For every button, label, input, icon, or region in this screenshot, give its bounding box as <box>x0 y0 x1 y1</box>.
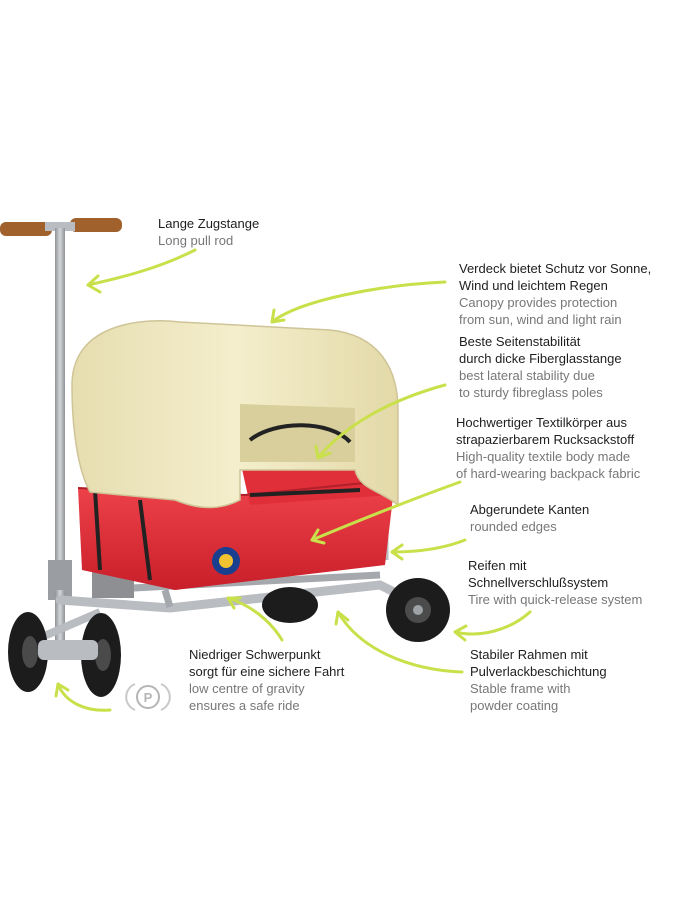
callout-edges-en-1: rounded edges <box>470 519 557 534</box>
callout-canopy-de-1: Verdeck bietet Schutz vor Sonne, <box>459 261 652 276</box>
arrow-brake <box>54 682 112 712</box>
callout-canopy-de-2: Wind und leichtem Regen <box>459 278 608 293</box>
callout-pull-rod-de-1: Lange Zugstange <box>158 216 260 231</box>
callout-stability-de-2: durch dicke Fiberglasstange <box>459 351 622 366</box>
callout-stability-en-1: best lateral stability due <box>459 368 595 383</box>
callout-canopy-en-1: Canopy provides protection <box>459 295 618 310</box>
callout-textile-de-2: strapazierbarem Rucksackstoff <box>456 432 635 447</box>
callout-stability-de-1: Beste Seitenstabilität <box>459 334 581 349</box>
callout-gravity: Niedriger Schwerpunkt sorgt für eine sic… <box>189 646 344 714</box>
callout-textile-en-2: of hard-wearing backpack fabric <box>456 466 641 481</box>
callout-gravity-de-2: sorgt für eine sichere Fahrt <box>189 664 345 679</box>
front-wheel-right <box>38 613 121 697</box>
parking-symbol-letter: P <box>144 690 153 705</box>
callout-frame-de-2: Pulverlackbeschichtung <box>470 664 607 679</box>
front-wheel-left <box>8 612 48 692</box>
callout-tires-de-1: Reifen mit <box>468 558 527 573</box>
callout-tires: Reifen mit Schnellverschlußsystem Tire w… <box>468 557 642 608</box>
pull-rod <box>0 218 122 645</box>
callout-pull-rod-en-1: Long pull rod <box>158 233 234 248</box>
callout-gravity-en-2: ensures a safe ride <box>189 698 300 713</box>
callout-frame-en-1: Stable frame with <box>470 681 571 696</box>
arrow-gravity <box>226 596 284 642</box>
callout-stability-en-2: to sturdy fibreglass poles <box>459 385 603 400</box>
callout-frame-de-1: Stabiler Rahmen mit <box>470 647 588 662</box>
callout-stability: Beste Seitenstabilität durch dicke Fiber… <box>459 333 622 401</box>
callout-frame: Stabiler Rahmen mit Pulverlackbeschichtu… <box>470 646 607 714</box>
arrow-stability <box>314 383 447 460</box>
callout-pull-rod: Lange Zugstange Long pull rod <box>158 215 259 249</box>
arrow-frame <box>334 610 464 674</box>
callout-textile-en-1: High-quality textile body made <box>456 449 631 464</box>
middle-wheel <box>262 587 318 623</box>
callout-gravity-en-1: low centre of gravity <box>189 681 305 696</box>
callout-tires-en-1: Tire with quick-release system <box>468 592 643 607</box>
callout-frame-en-2: powder coating <box>470 698 559 713</box>
callout-gravity-de-1: Niedriger Schwerpunkt <box>189 647 321 662</box>
callout-canopy-en-2: from sun, wind and light rain <box>459 312 622 327</box>
textile-body <box>77 458 396 590</box>
arrow-edges <box>390 538 467 561</box>
canopy <box>71 320 399 509</box>
parking-brake-icon: P <box>125 683 171 711</box>
arrow-textile <box>310 480 462 545</box>
arrow-tires <box>453 610 532 642</box>
callout-tires-de-2: Schnellverschlußsystem <box>468 575 609 590</box>
arrow-canopy <box>270 280 447 324</box>
callout-textile: Hochwertiger Textilkörper aus strapazier… <box>456 414 640 482</box>
rear-wheel <box>386 578 450 642</box>
callout-textile-de-1: Hochwertiger Textilkörper aus <box>456 415 627 430</box>
callout-canopy: Verdeck bietet Schutz vor Sonne, Wind un… <box>459 260 651 328</box>
arrow-pull-rod <box>86 248 197 294</box>
callout-edges-de-1: Abgerundete Kanten <box>470 502 590 517</box>
callout-edges: Abgerundete Kanten rounded edges <box>470 501 589 535</box>
